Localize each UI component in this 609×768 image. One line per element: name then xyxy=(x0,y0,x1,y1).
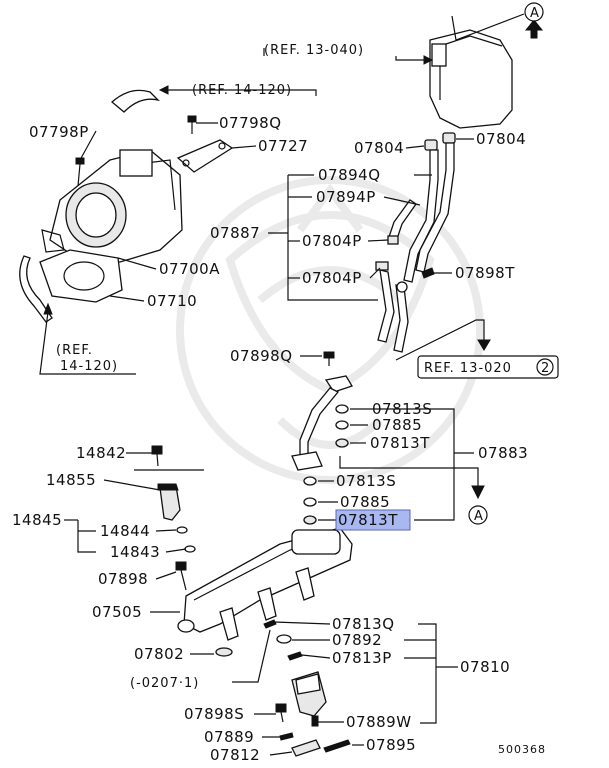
ref-circle-number: 2 xyxy=(541,361,550,376)
fuel-line-group xyxy=(291,375,353,525)
part-label[interactable]: 07885 xyxy=(340,493,390,511)
part-label[interactable]: 07802 xyxy=(134,645,184,663)
part-label[interactable]: 07812 xyxy=(210,746,260,764)
part-label[interactable]: 07798P xyxy=(29,123,89,141)
part-label[interactable]: 07898S xyxy=(184,705,244,723)
marker-a-mid[interactable]: A xyxy=(468,505,488,525)
part-label[interactable]: 07883 xyxy=(478,444,528,462)
ref-circle xyxy=(536,358,554,376)
part-label[interactable]: 07798Q xyxy=(219,114,282,132)
part-labels: 07798P 07798Q 07727 07700A 07710 07804 0… xyxy=(12,114,528,764)
part-label[interactable]: 07804P xyxy=(302,269,362,287)
fuel-pipes-group xyxy=(323,132,456,366)
pressure-sensor xyxy=(159,485,181,521)
ref-label[interactable]: (REF. 13-040) xyxy=(264,43,364,58)
part-label-highlighted[interactable]: 07813T xyxy=(338,511,398,529)
part-label[interactable]: 07885 xyxy=(372,416,422,434)
part-label[interactable]: 07813P xyxy=(332,649,392,667)
part-label[interactable]: 07887 xyxy=(210,224,260,242)
highlight-box xyxy=(335,509,411,531)
date-range-label: (-0207·1) xyxy=(130,676,199,691)
part-label[interactable]: 07804 xyxy=(476,130,526,148)
part-label[interactable]: 07889W xyxy=(346,713,412,731)
part-label[interactable]: 07895 xyxy=(366,736,416,754)
bracket xyxy=(176,139,234,173)
part-label[interactable]: 14844 xyxy=(100,522,150,540)
part-label[interactable]: 07898T xyxy=(455,264,515,282)
hose-top xyxy=(111,89,161,113)
part-label[interactable]: 07898Q xyxy=(230,347,293,365)
part-label[interactable]: 07889 xyxy=(204,728,254,746)
ref-label[interactable]: (REF. xyxy=(56,343,93,358)
gasket xyxy=(39,249,123,303)
throttle-body-group xyxy=(19,89,234,323)
ref-label[interactable]: 14-120) xyxy=(60,359,118,374)
part-label[interactable]: 07727 xyxy=(258,137,308,155)
part-label[interactable]: 07813S xyxy=(336,472,396,490)
part-label[interactable]: 07892 xyxy=(332,631,382,649)
part-label[interactable]: 07700A xyxy=(159,260,220,278)
part-label[interactable]: 07810 xyxy=(460,658,510,676)
part-label[interactable]: 07894Q xyxy=(318,166,381,184)
fuel-hose-1 xyxy=(403,149,439,283)
part-label[interactable]: 07813T xyxy=(370,434,430,452)
leader-lines xyxy=(39,13,525,756)
marker-letter: A xyxy=(530,6,540,21)
marker-letter: A xyxy=(474,509,484,524)
part-label[interactable]: 14855 xyxy=(46,471,96,489)
canister-group xyxy=(429,19,544,129)
part-label[interactable]: 07505 xyxy=(92,603,142,621)
part-label[interactable]: 07894P xyxy=(316,188,376,206)
part-label[interactable]: 14843 xyxy=(110,543,160,561)
up-arrow-icon xyxy=(524,19,544,39)
diagram-number: 500368 xyxy=(498,743,546,756)
part-label[interactable]: 07813Q xyxy=(332,615,395,633)
part-label[interactable]: 07813S xyxy=(372,400,432,418)
reference-labels: (REF. 13-040) (REF. 14-120) (REF. 14-120… xyxy=(56,43,559,691)
part-label[interactable]: 07898 xyxy=(98,570,148,588)
canister-body xyxy=(429,29,513,129)
part-label[interactable]: 07804 xyxy=(354,139,404,157)
ref-label[interactable]: (REF. 14-120) xyxy=(192,83,292,98)
hose-left xyxy=(19,255,53,323)
part-label[interactable]: 14842 xyxy=(76,444,126,462)
fuel-pipe-lower xyxy=(377,269,395,343)
fuel-rail-group xyxy=(134,445,353,757)
part-label[interactable]: 07710 xyxy=(147,292,197,310)
throttle-sensor xyxy=(119,149,153,177)
ref-box xyxy=(417,355,559,379)
part-label[interactable]: 14845 xyxy=(12,511,62,529)
marker-a-top[interactable]: A xyxy=(524,2,544,22)
ref-label[interactable]: REF. 13-020 xyxy=(424,361,512,376)
part-label[interactable]: 07804P xyxy=(302,232,362,250)
